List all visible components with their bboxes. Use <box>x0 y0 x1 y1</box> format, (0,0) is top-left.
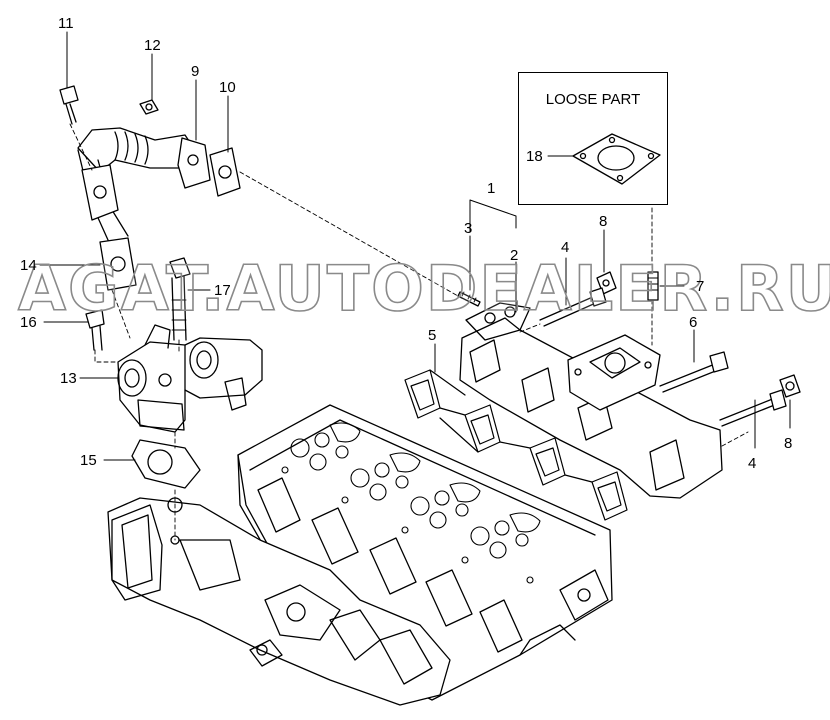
nut-12 <box>139 99 159 115</box>
callout-1: 1 <box>487 180 496 197</box>
bolt-4-top <box>539 287 607 327</box>
callout-17: 17 <box>214 282 231 299</box>
assembly-lines <box>69 123 749 541</box>
callout-6: 6 <box>689 314 698 331</box>
callout-2: 2 <box>510 247 519 264</box>
loose-part-title: LOOSE PART <box>545 91 641 108</box>
gasket-14 <box>99 237 137 291</box>
bolt-16 <box>85 309 105 351</box>
callout-16: 16 <box>20 314 37 331</box>
callout-5: 5 <box>428 327 437 344</box>
callout-9: 9 <box>191 63 200 80</box>
bolt-17 <box>169 257 191 341</box>
callout-12: 12 <box>144 37 161 54</box>
gasket-10 <box>209 147 241 197</box>
egr-gasket <box>131 439 201 489</box>
exhaust-gasket <box>404 369 628 521</box>
stud-7 <box>647 271 659 301</box>
callout-11: 11 <box>58 15 74 32</box>
bolt-11 <box>59 85 79 125</box>
exhaust-manifold <box>459 302 723 499</box>
callout-18: 18 <box>526 148 543 165</box>
leader-lines <box>39 31 791 461</box>
watermark: AGAT.AUTODEALER.RU <box>17 251 830 326</box>
nut-8-right <box>779 374 801 398</box>
callout-3: 3 <box>464 220 473 237</box>
callout-8-top: 8 <box>599 213 608 230</box>
bolt-6 <box>659 351 729 393</box>
loose-part-gasket <box>572 133 661 185</box>
stud-3 <box>457 291 481 307</box>
callout-4-top: 4 <box>561 239 570 256</box>
callout-15: 15 <box>80 452 97 469</box>
callout-4-bottom: 4 <box>748 455 757 472</box>
callout-8-bottom: 8 <box>784 435 793 452</box>
loose-part-box: LOOSE PART <box>518 72 668 205</box>
callout-13: 13 <box>60 370 77 387</box>
intake-manifold <box>107 497 451 706</box>
callout-10: 10 <box>219 79 236 96</box>
callout-7: 7 <box>696 278 705 295</box>
egr-pipe <box>77 127 211 271</box>
callout-14: 14 <box>20 257 37 274</box>
egr-valve <box>117 324 263 433</box>
bolt-4-right <box>719 389 787 427</box>
